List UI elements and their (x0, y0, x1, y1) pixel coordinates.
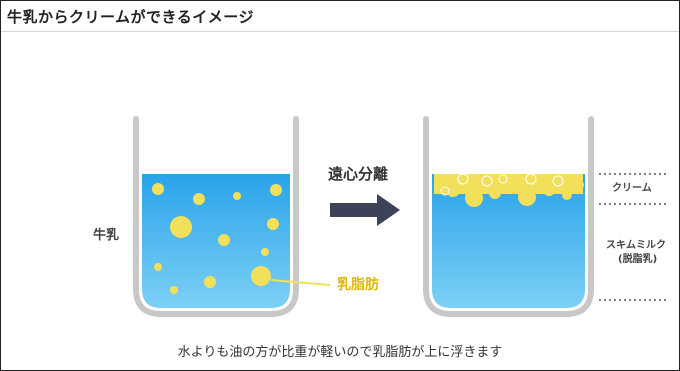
milk-label: 牛乳 (93, 228, 120, 243)
fat-globule (170, 286, 178, 294)
cream-label: クリーム (612, 183, 652, 194)
cream-globule (446, 183, 460, 197)
cream-globule (465, 189, 483, 207)
fat-globule (204, 276, 216, 288)
arrow-right-icon (330, 194, 400, 226)
beaker-outline (133, 116, 299, 317)
fat-globule (152, 183, 164, 195)
fat-pointer-line (270, 279, 331, 286)
page-title: 牛乳からクリームができるイメージ (7, 8, 254, 26)
fat-globule (270, 184, 282, 196)
fat-globule (261, 248, 269, 256)
fat-globule (170, 216, 192, 238)
separated-beaker (423, 116, 594, 317)
cream-globule (574, 180, 584, 190)
caption: 水よりも油の方が比重が軽いので乳脂肪が上に浮きます (177, 345, 503, 360)
fat-globule (233, 192, 241, 200)
cream-globule (543, 184, 555, 196)
cream-globule (525, 173, 537, 185)
cream-globule (504, 179, 518, 193)
cream-globule (562, 190, 572, 200)
fat-globule (267, 218, 279, 230)
cream-globule (489, 187, 501, 199)
skim-milk-sublabel: (脱脂乳) (618, 254, 658, 265)
fat-label: 乳脂肪 (337, 277, 379, 293)
milk-fat-globules (152, 183, 282, 294)
title-bar: 牛乳からクリームができるイメージ (1, 1, 679, 32)
fat-globule (154, 263, 162, 271)
cream-globule (518, 188, 536, 206)
fat-globule (193, 193, 205, 205)
cream-layer (434, 173, 584, 207)
process-label: 遠心分離 (328, 165, 389, 183)
layer-separator-lines (599, 173, 669, 301)
cream-globule (436, 177, 446, 187)
skim-milk-label: スキムミルク (606, 240, 666, 251)
milk-beaker (133, 116, 299, 317)
cream-globule (440, 186, 450, 196)
cream-globule (457, 173, 469, 185)
beaker-outline (423, 116, 594, 317)
fat-globule (218, 234, 230, 246)
cream-globule (498, 174, 508, 184)
milk-liquid (142, 174, 290, 308)
cream-globule (552, 175, 564, 187)
skim-liquid (432, 174, 585, 308)
fat-globule (251, 266, 271, 286)
cream-globule (481, 175, 493, 187)
